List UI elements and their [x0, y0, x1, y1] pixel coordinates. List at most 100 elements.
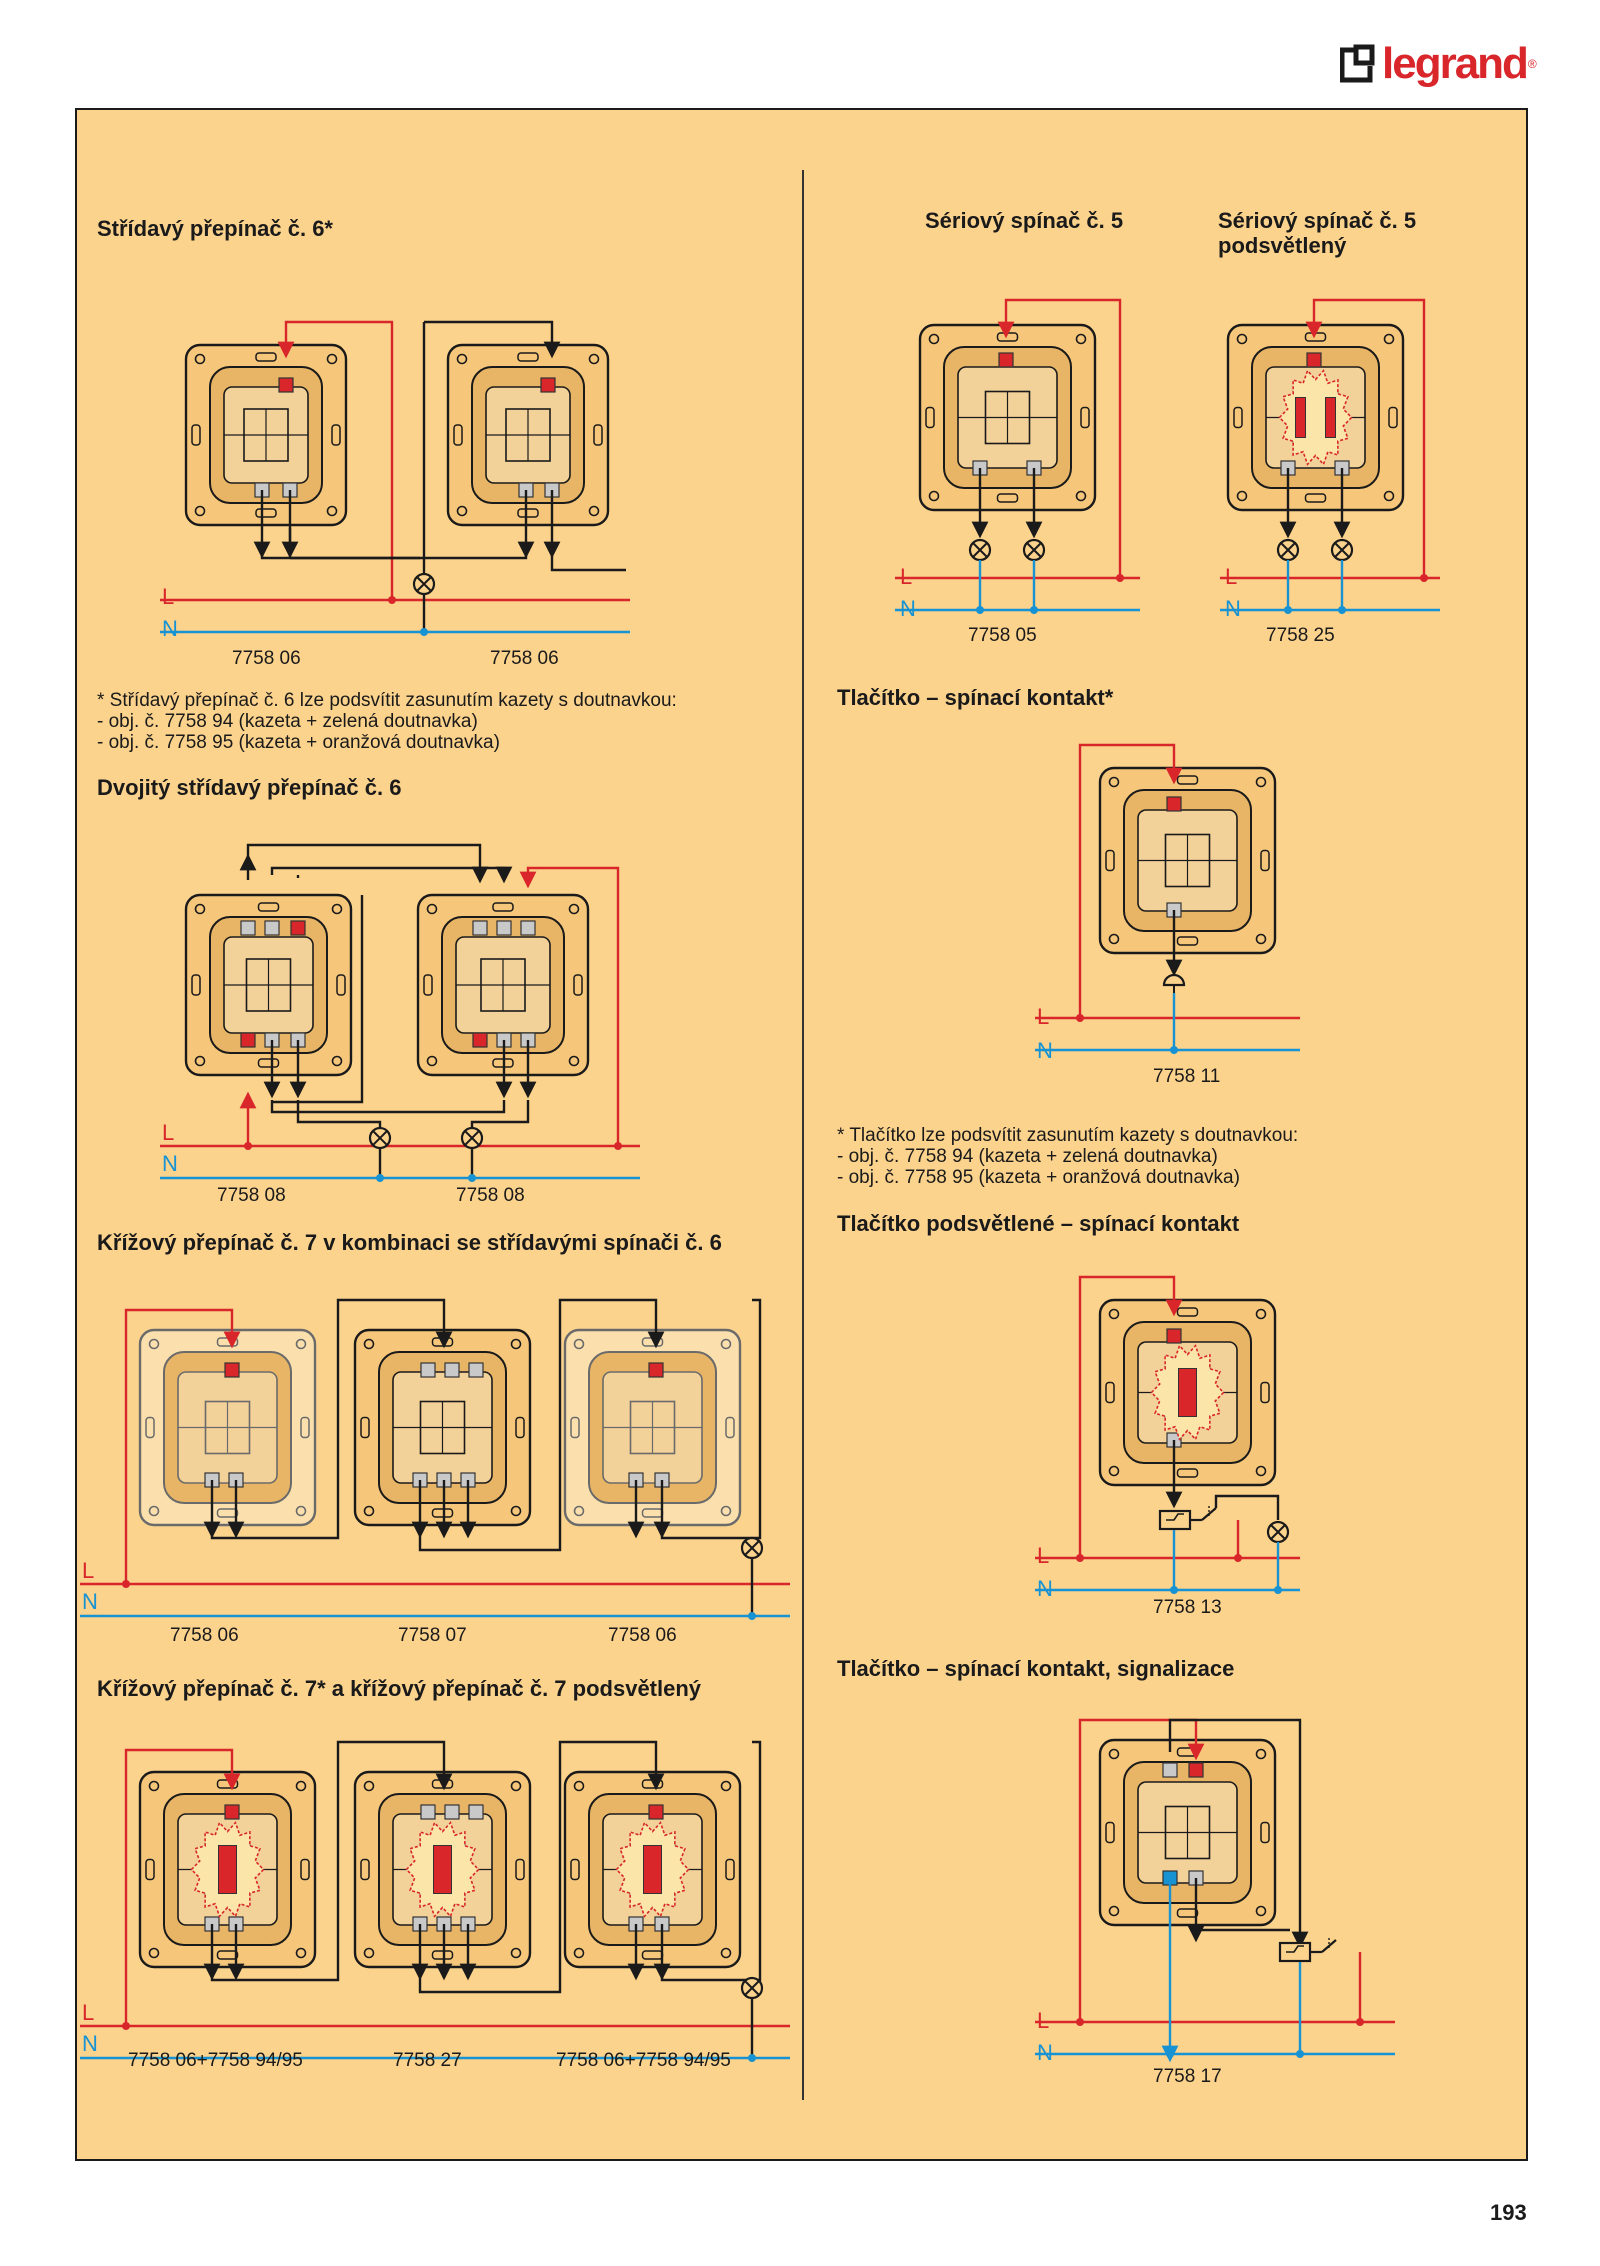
mount-slot	[925, 406, 935, 429]
terminal	[290, 920, 306, 936]
phase-label: L	[1225, 564, 1238, 589]
screw-hole	[1108, 1308, 1120, 1320]
mount-slot	[1260, 849, 1270, 872]
terminal	[1188, 1762, 1204, 1778]
screw-hole	[573, 1505, 585, 1517]
junction-dot	[976, 606, 984, 614]
terminal	[1306, 352, 1322, 368]
switch-device	[563, 1770, 742, 1969]
junction-dot	[1166, 2050, 1174, 2058]
terminal	[444, 1804, 460, 1820]
product-code: 7758 06	[490, 648, 559, 669]
mount-slot	[255, 508, 277, 518]
switch-device	[353, 1328, 532, 1527]
screw-hole	[1075, 490, 1087, 502]
neutral-label: N	[162, 1151, 178, 1176]
phase-label: L	[1037, 2008, 1050, 2033]
screw-hole	[1255, 776, 1267, 788]
switch-wire	[424, 320, 561, 359]
junction-dot	[1030, 606, 1038, 614]
junction-dot	[244, 1142, 252, 1150]
switch-wire	[270, 866, 513, 884]
phase-wire	[277, 320, 394, 600]
switch-wire	[550, 558, 626, 572]
mount-slot	[431, 1950, 454, 1960]
junction-dot	[376, 1174, 384, 1182]
switch-wire	[418, 1740, 665, 1994]
screw-hole	[295, 1505, 307, 1517]
lamp-cross	[1280, 542, 1296, 558]
screw-hole	[1236, 490, 1248, 502]
mount-slot	[570, 1858, 580, 1881]
mount-slot	[255, 352, 277, 362]
mount-slot	[300, 1416, 310, 1439]
screw-hole	[1108, 1748, 1120, 1760]
lamp-cross	[1334, 542, 1350, 558]
mount-slot	[1176, 1468, 1199, 1478]
neutral-label: N	[900, 596, 916, 621]
switch-device	[138, 1328, 317, 1527]
relay-mark	[1166, 1513, 1184, 1521]
lamp-cross	[1026, 542, 1042, 558]
section-title-cross-switch-illuminated: Křížový přepínač č. 7* a křížový přepína…	[97, 1676, 702, 1701]
screw-hole	[295, 1780, 307, 1792]
footnote-line: - obj. č. 7758 95 (kazeta + oranžová dou…	[837, 1167, 1240, 1188]
mount-slot	[1105, 1821, 1115, 1844]
section-title-series-switch: Sériový spínač č. 5	[925, 208, 1124, 233]
mount-slot	[725, 1858, 735, 1881]
phase-wire	[997, 298, 1122, 578]
switch-wire	[470, 1100, 530, 1128]
indicator-lamp	[643, 1845, 662, 1894]
phase-wire	[1078, 743, 1183, 1018]
product-code: 7758 06	[232, 648, 301, 669]
junction-dot	[1296, 2050, 1304, 2058]
screw-hole	[1255, 933, 1267, 945]
product-code: 7758 07	[398, 1625, 467, 1646]
junction-dot	[748, 2054, 756, 2062]
screw-hole	[1236, 333, 1248, 345]
terminal	[468, 1804, 484, 1820]
mount-slot	[1304, 493, 1327, 503]
product-code: 7758 17	[1153, 2066, 1222, 2087]
screw-hole	[1383, 490, 1395, 502]
screw-hole	[363, 1505, 375, 1517]
phase-wire	[124, 1748, 241, 2026]
terminal	[998, 352, 1014, 368]
mount-slot	[216, 1950, 239, 1960]
mount-slot	[191, 424, 201, 446]
section-title-series-switch-illuminated: Sériový spínač č. 5	[1218, 208, 1417, 233]
switch-wire	[260, 548, 528, 560]
neutral-label: N	[1037, 1576, 1053, 1601]
screw-hole	[568, 1055, 580, 1067]
switch-wire	[272, 895, 364, 1104]
neutral-label: N	[82, 1589, 98, 1614]
screw-hole	[568, 903, 580, 915]
switch-wire	[418, 1298, 665, 1552]
screw-hole	[1255, 1905, 1267, 1917]
terminal	[540, 377, 556, 393]
screw-hole	[510, 1338, 522, 1350]
screw-hole	[510, 1947, 522, 1959]
junction-dot	[1076, 2018, 1084, 2026]
screw-hole	[331, 1055, 343, 1067]
switch-wire	[1194, 1928, 1290, 1934]
phase-label: L	[1037, 1543, 1050, 1568]
product-code: 7758 06+7758 94/95	[128, 2050, 303, 2071]
screw-hole	[295, 1338, 307, 1350]
neutral-label: N	[162, 616, 178, 641]
neutral-label: N	[1037, 1038, 1053, 1063]
legrand-logo: legrand®	[1340, 36, 1560, 92]
junction-dot	[1284, 606, 1292, 614]
terminal	[420, 1362, 436, 1378]
lamp-icon	[368, 1126, 392, 1150]
switch-device	[1098, 1298, 1277, 1487]
terminal	[472, 1032, 488, 1048]
switch-device	[416, 893, 590, 1077]
indicator-lamp	[433, 1845, 452, 1894]
screw-hole	[426, 1055, 438, 1067]
terminal	[1166, 1328, 1182, 1344]
mount-slot	[1105, 849, 1115, 872]
terminal	[420, 1804, 436, 1820]
mount-slot	[1176, 1908, 1199, 1918]
terminal	[648, 1804, 664, 1820]
